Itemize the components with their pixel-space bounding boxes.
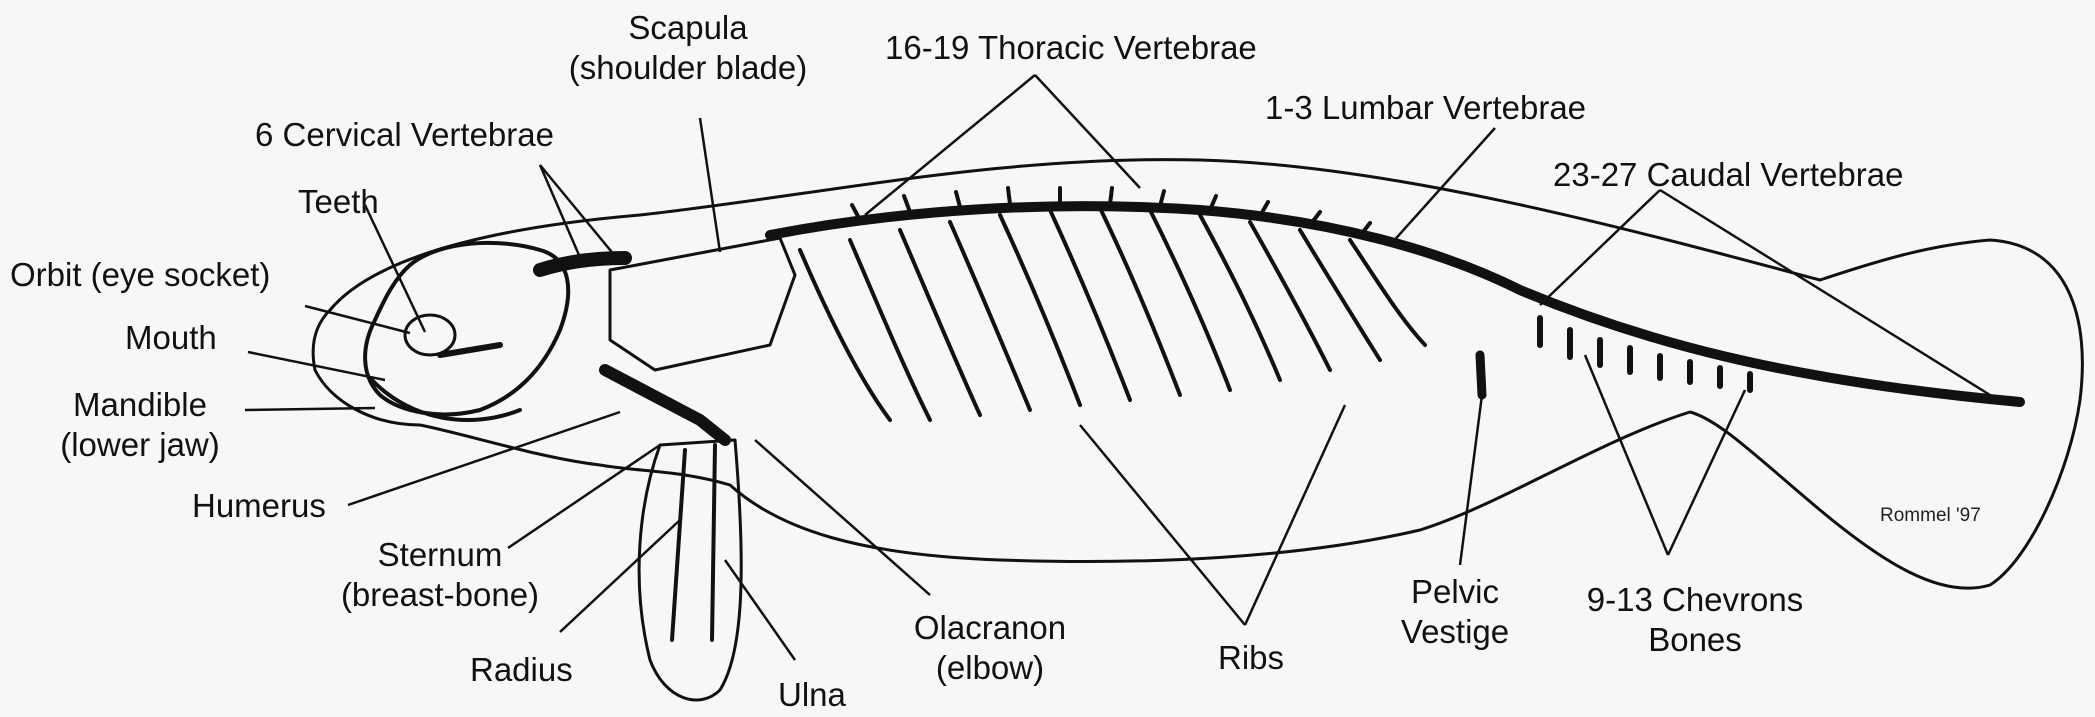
scapula-shape [610,238,795,370]
label-orbit: Orbit (eye socket) [10,255,270,295]
label-olecranon-line1: Olacranon [880,608,1100,648]
label-scapula-line1: Scapula [548,8,828,48]
label-pelvic-line2: Vestige [1375,612,1535,652]
orbit-shape [405,315,455,355]
leader-thoracic-b [1035,75,1140,188]
pelvic-vestige-shape [1480,355,1482,395]
label-mouth: Mouth [125,318,217,358]
label-cervical-vertebrae: 6 Cervical Vertebrae [255,115,554,155]
label-ulna: Ulna [778,675,846,715]
label-sternum: Sternum (breast-bone) [310,535,570,615]
label-olecranon-line2: (elbow) [880,648,1100,688]
label-thoracic-vertebrae: 16-19 Thoracic Vertebrae [885,28,1257,68]
label-radius: Radius [470,650,573,690]
label-sternum-line1: Sternum [310,535,570,575]
leader-cervical-b [540,165,620,262]
leader-pelvic [1460,395,1482,565]
leader-humerus [348,412,620,505]
label-teeth: Teeth [298,182,379,222]
label-ribs: Ribs [1218,638,1284,678]
ulna-bone [712,445,715,640]
humerus-shape [605,370,725,440]
label-sternum-line2: (breast-bone) [310,575,570,615]
leader-teeth [365,205,425,332]
label-chevrons-line1: 9-13 Chevrons [1570,580,1820,620]
leader-chevrons-a [1585,355,1668,555]
label-mandible: Mandible (lower jaw) [40,385,240,465]
label-mandible-line1: Mandible [40,385,240,425]
leader-cervical-a [540,165,582,262]
label-scapula: Scapula (shoulder blade) [548,8,828,88]
leader-lumbar [1390,128,1495,245]
label-mandible-line2: (lower jaw) [40,425,240,465]
flipper [639,440,741,700]
label-lumbar-vertebrae: 1-3 Lumbar Vertebrae [1265,88,1586,128]
radius-bone [672,450,685,640]
artist-signature: Rommel '97 [1880,505,1981,527]
label-humerus: Humerus [192,486,326,526]
leader-radius [560,520,680,632]
label-chevron-bones: 9-13 Chevrons Bones [1570,580,1820,660]
label-scapula-line2: (shoulder blade) [548,48,828,88]
label-pelvic-line1: Pelvic [1375,572,1535,612]
ribs [800,208,1425,420]
label-chevrons-line2: Bones [1570,620,1820,660]
leader-scapula [700,118,720,252]
leader-caudal-b [1660,190,1990,395]
label-olecranon: Olacranon (elbow) [880,608,1100,688]
leader-ribs-a [1080,425,1245,625]
label-pelvic-vestige: Pelvic Vestige [1375,572,1535,652]
label-caudal-vertebrae: 23-27 Caudal Vertebrae [1553,155,1903,195]
leader-ribs-b [1245,405,1345,625]
leader-caudal-a [1540,190,1660,305]
leader-sternum [508,445,660,548]
